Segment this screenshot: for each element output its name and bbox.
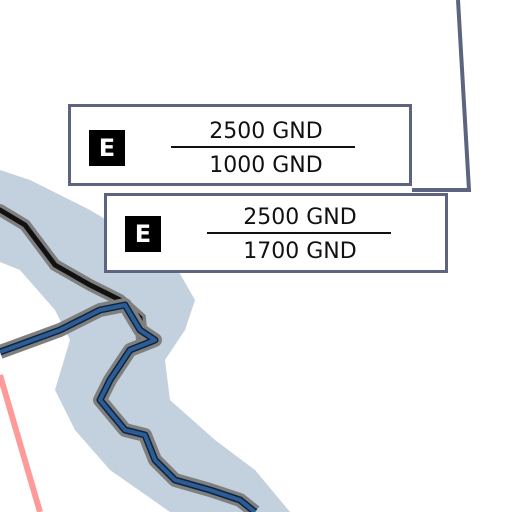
altitude-divider — [171, 146, 355, 148]
altitude-divider — [207, 232, 391, 234]
river-line — [0, 303, 257, 512]
floor-altitude: 1700 GND — [243, 239, 357, 264]
ceiling-altitude: 2500 GND — [243, 205, 357, 230]
ceiling-altitude: 2500 GND — [209, 119, 323, 144]
restricted-boundary — [0, 374, 43, 512]
airspace-label-1: E 2500 GND 1000 GND — [68, 104, 412, 186]
airspace-boundary — [412, 0, 472, 192]
airspace-class-badge: E — [125, 216, 161, 252]
airspace-class-badge: E — [89, 130, 125, 166]
airspace-label-2: E 2500 GND 1700 GND — [104, 193, 448, 273]
floor-altitude: 1000 GND — [209, 153, 323, 178]
